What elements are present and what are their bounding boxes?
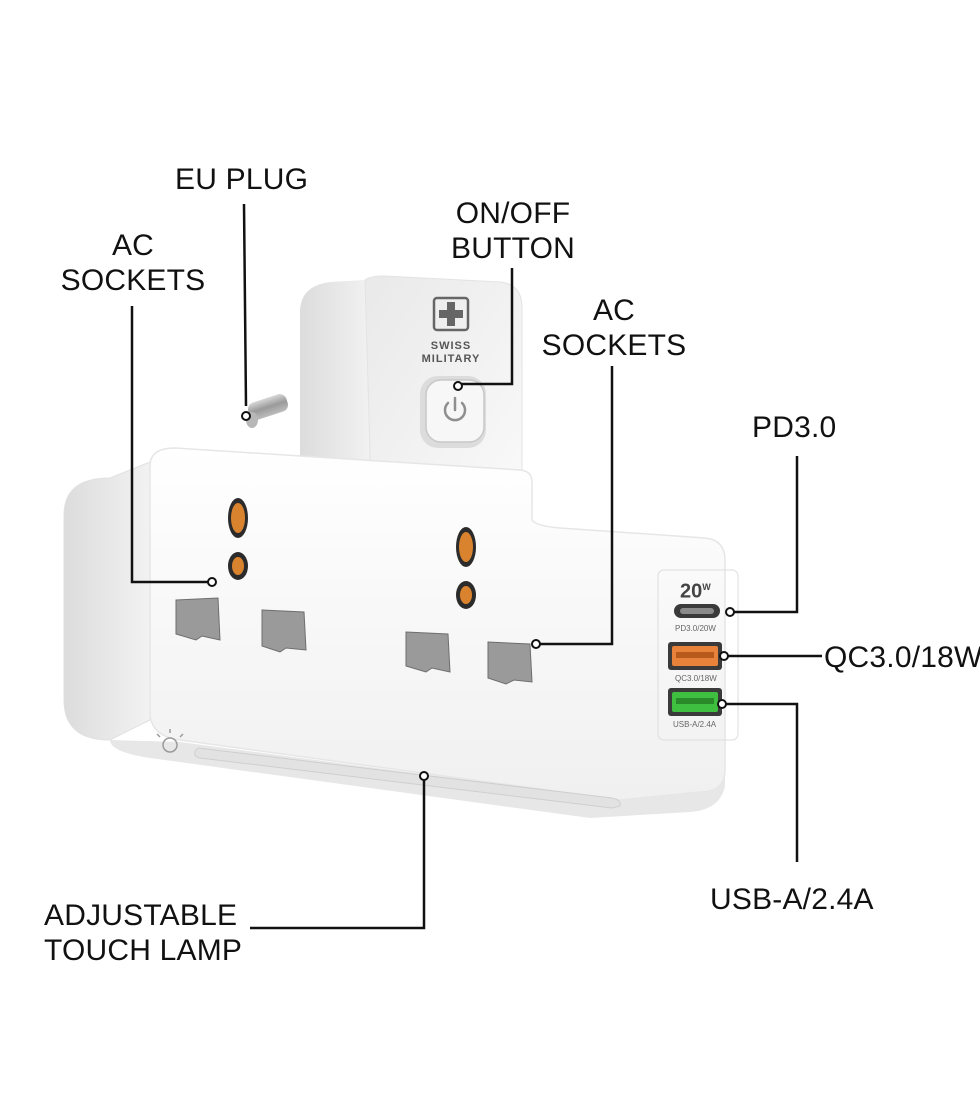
label-ac-sockets-left: AC SOCKETS [56,228,210,298]
leader-ac-left [130,306,210,584]
leader-ac-right [538,366,614,646]
label-pd: PD3.0 [752,411,837,444]
label-usb-a: USB-A/2.4A [710,883,874,916]
socket-left [175,498,307,653]
eu-plug-pins [246,394,288,428]
body-left-side [63,461,151,741]
power-icon [443,396,467,422]
watt-badge: 20W [680,577,711,602]
watt-badge-value: 20 [680,580,703,603]
label-on-off-line-1: ON/OFF [455,197,571,230]
power-button-shape [420,376,486,448]
label-on-off-line-2: BUTTON [451,232,575,265]
label-qc: QC3.0/18W [824,641,980,674]
leader-touch-lamp [250,776,426,930]
brand-line-1: SWISS [430,340,472,352]
lamp-touch-icon [156,729,184,753]
leader-usb-a [720,702,799,862]
label-touch-lamp: ADJUSTABLE TOUCH LAMP [44,898,242,968]
label-ac-sockets-right-line-1: AC [592,294,636,327]
port-label-qc: QC3.0/18W [675,674,717,683]
leader-on-off [462,268,514,386]
brand-line-2: MILITARY [421,353,481,365]
leader-pd [732,456,799,614]
label-touch-lamp-line-2: TOUCH LAMP [44,934,243,967]
leader-dots [207,381,735,781]
label-ac-sockets-right-line-2: SOCKETS [541,329,687,362]
port-label-usb: USB-A/2.4A [673,720,717,729]
port-label-pd: PD3.0/20W [675,624,716,633]
leader-lines [130,203,822,930]
label-eu-plug: EU PLUG [175,163,309,196]
label-ac-sockets-left-line-1: AC [111,229,155,262]
socket-right [405,527,533,685]
leader-eu-plug [242,203,248,407]
touch-lamp-bar [194,747,621,809]
usb-port-panel [657,569,739,741]
swiss-cross-icon [432,296,470,332]
label-on-off-button: ON/OFF BUTTON [446,196,580,266]
label-touch-lamp-line-1: ADJUSTABLE [44,899,238,932]
watt-badge-unit: W [702,582,711,592]
label-ac-sockets-right: AC SOCKETS [536,293,692,363]
brand-logo-text: SWISS MILITARY [404,340,498,366]
label-ac-sockets-left-line-2: SOCKETS [60,264,206,297]
